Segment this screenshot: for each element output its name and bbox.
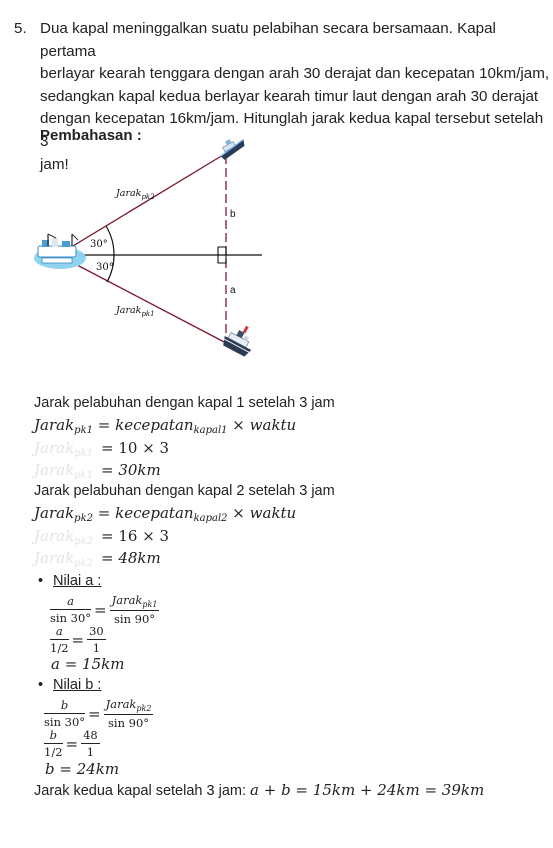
section1-step2: = 10 × 3 (101, 439, 170, 457)
angle-label-top: 30° (90, 239, 108, 250)
section1-step3: = 30km (101, 461, 161, 479)
final-answer: Jarak kedua kapal setelah 3 jam: a + b =… (34, 781, 484, 799)
nilai-b-title: Nilai b : (53, 677, 102, 693)
nilai-b-result: b = 24km (45, 760, 120, 778)
upper-line-label-main: Jarak (114, 188, 142, 199)
section1-lhs-sub: pk1 (74, 425, 93, 436)
nilai-a-title: Nilai a : (53, 573, 102, 589)
section2-lhs: Jarak (34, 504, 75, 522)
right-angle-marker (217, 246, 227, 264)
lower-line-label-sub: pk1 (141, 310, 154, 318)
section2-rhs-tail: waktu (249, 504, 297, 522)
final-formula: a + b = 15km + 24km = 39km (250, 781, 485, 799)
section2-step2: = 16 × 3 (101, 527, 170, 545)
section2-formula: Jarakpk2 = kecepatankapal2 × waktu (34, 504, 297, 524)
ship-icon-bottom (223, 325, 252, 357)
section2-title: Jarak pelabuhan dengan kapal 2 setelah 3… (34, 483, 335, 499)
segment-label-b: b (230, 209, 236, 220)
angle-label-bottom: 30° (96, 262, 114, 273)
problem-line: dengan kecepatan 16km/jam. Hitunglah jar… (40, 110, 544, 150)
problem-line: jam! (40, 155, 69, 173)
problem-line: berlayar kearah tenggara dengan arah 30 … (40, 65, 550, 83)
section1-step3-value: 30km (118, 461, 161, 479)
section2-step2-value: 16 × 3 (118, 527, 170, 545)
section2-lhs-sub: pk2 (74, 513, 93, 524)
section1-rhs-sub: kapal1 (193, 425, 228, 436)
pembahasan-heading: Pembahasan : (40, 127, 142, 144)
nilai-b-bullet: •Nilai b : (38, 677, 102, 693)
section1-formula: Jarakpk1 = kecepatankapal1 × waktu (34, 416, 297, 436)
section1-lhs: Jarak (34, 416, 75, 434)
section2-step3-value: 48km (118, 549, 161, 567)
section2-rhs-word: kecepatan (115, 504, 194, 522)
upper-line-label: Jarakpk2 (114, 188, 155, 201)
lower-line-label-main: Jarak (114, 305, 142, 316)
nilai-a-result: a = 15km (51, 655, 125, 673)
problem-text: Dua kapal meninggalkan suatu pelabihan s… (40, 18, 552, 176)
final-text: Jarak kedua kapal setelah 3 jam: (34, 783, 251, 799)
problem-line: Dua kapal meninggalkan suatu pelabihan s… (40, 20, 496, 60)
section1-rhs-tail: waktu (249, 416, 297, 434)
section2-ghost-lhs-1: Jarakpk2 (34, 527, 93, 547)
lower-distance-line (57, 254, 229, 345)
section1-ghost-lhs-2: Jarakpk1 (34, 461, 93, 481)
ship-icon-top (220, 139, 245, 160)
section1-ghost-lhs-1: Jarakpk1 (34, 439, 93, 459)
angle-arc-bottom (106, 254, 115, 283)
section1-rhs-word: kecepatan (115, 416, 194, 434)
segment-label-a: a (230, 285, 236, 296)
upper-line-label-sub: pk2 (141, 193, 155, 201)
harbor-icon (34, 233, 86, 269)
problem-number: 5. (14, 20, 27, 37)
upper-distance-line (57, 151, 229, 256)
section2-rhs-sub: kapal2 (193, 513, 228, 524)
section2-ghost-lhs-2: Jarakpk2 (34, 549, 93, 569)
section1-step2-value: 10 × 3 (118, 439, 170, 457)
angle-arc-top (105, 225, 115, 256)
nilai-a-bullet: •Nilai a : (38, 573, 102, 589)
ship-diagram: 30° 30° b a Jarakpk2 Jarakpk1 (34, 139, 262, 357)
problem-line: sedangkan kapal kedua berlayar kearah ti… (40, 87, 539, 105)
section1-title: Jarak pelabuhan dengan kapal 1 setelah 3… (34, 395, 335, 411)
section2-step3: = 48km (101, 549, 161, 567)
lower-line-label: Jarakpk1 (114, 305, 155, 318)
